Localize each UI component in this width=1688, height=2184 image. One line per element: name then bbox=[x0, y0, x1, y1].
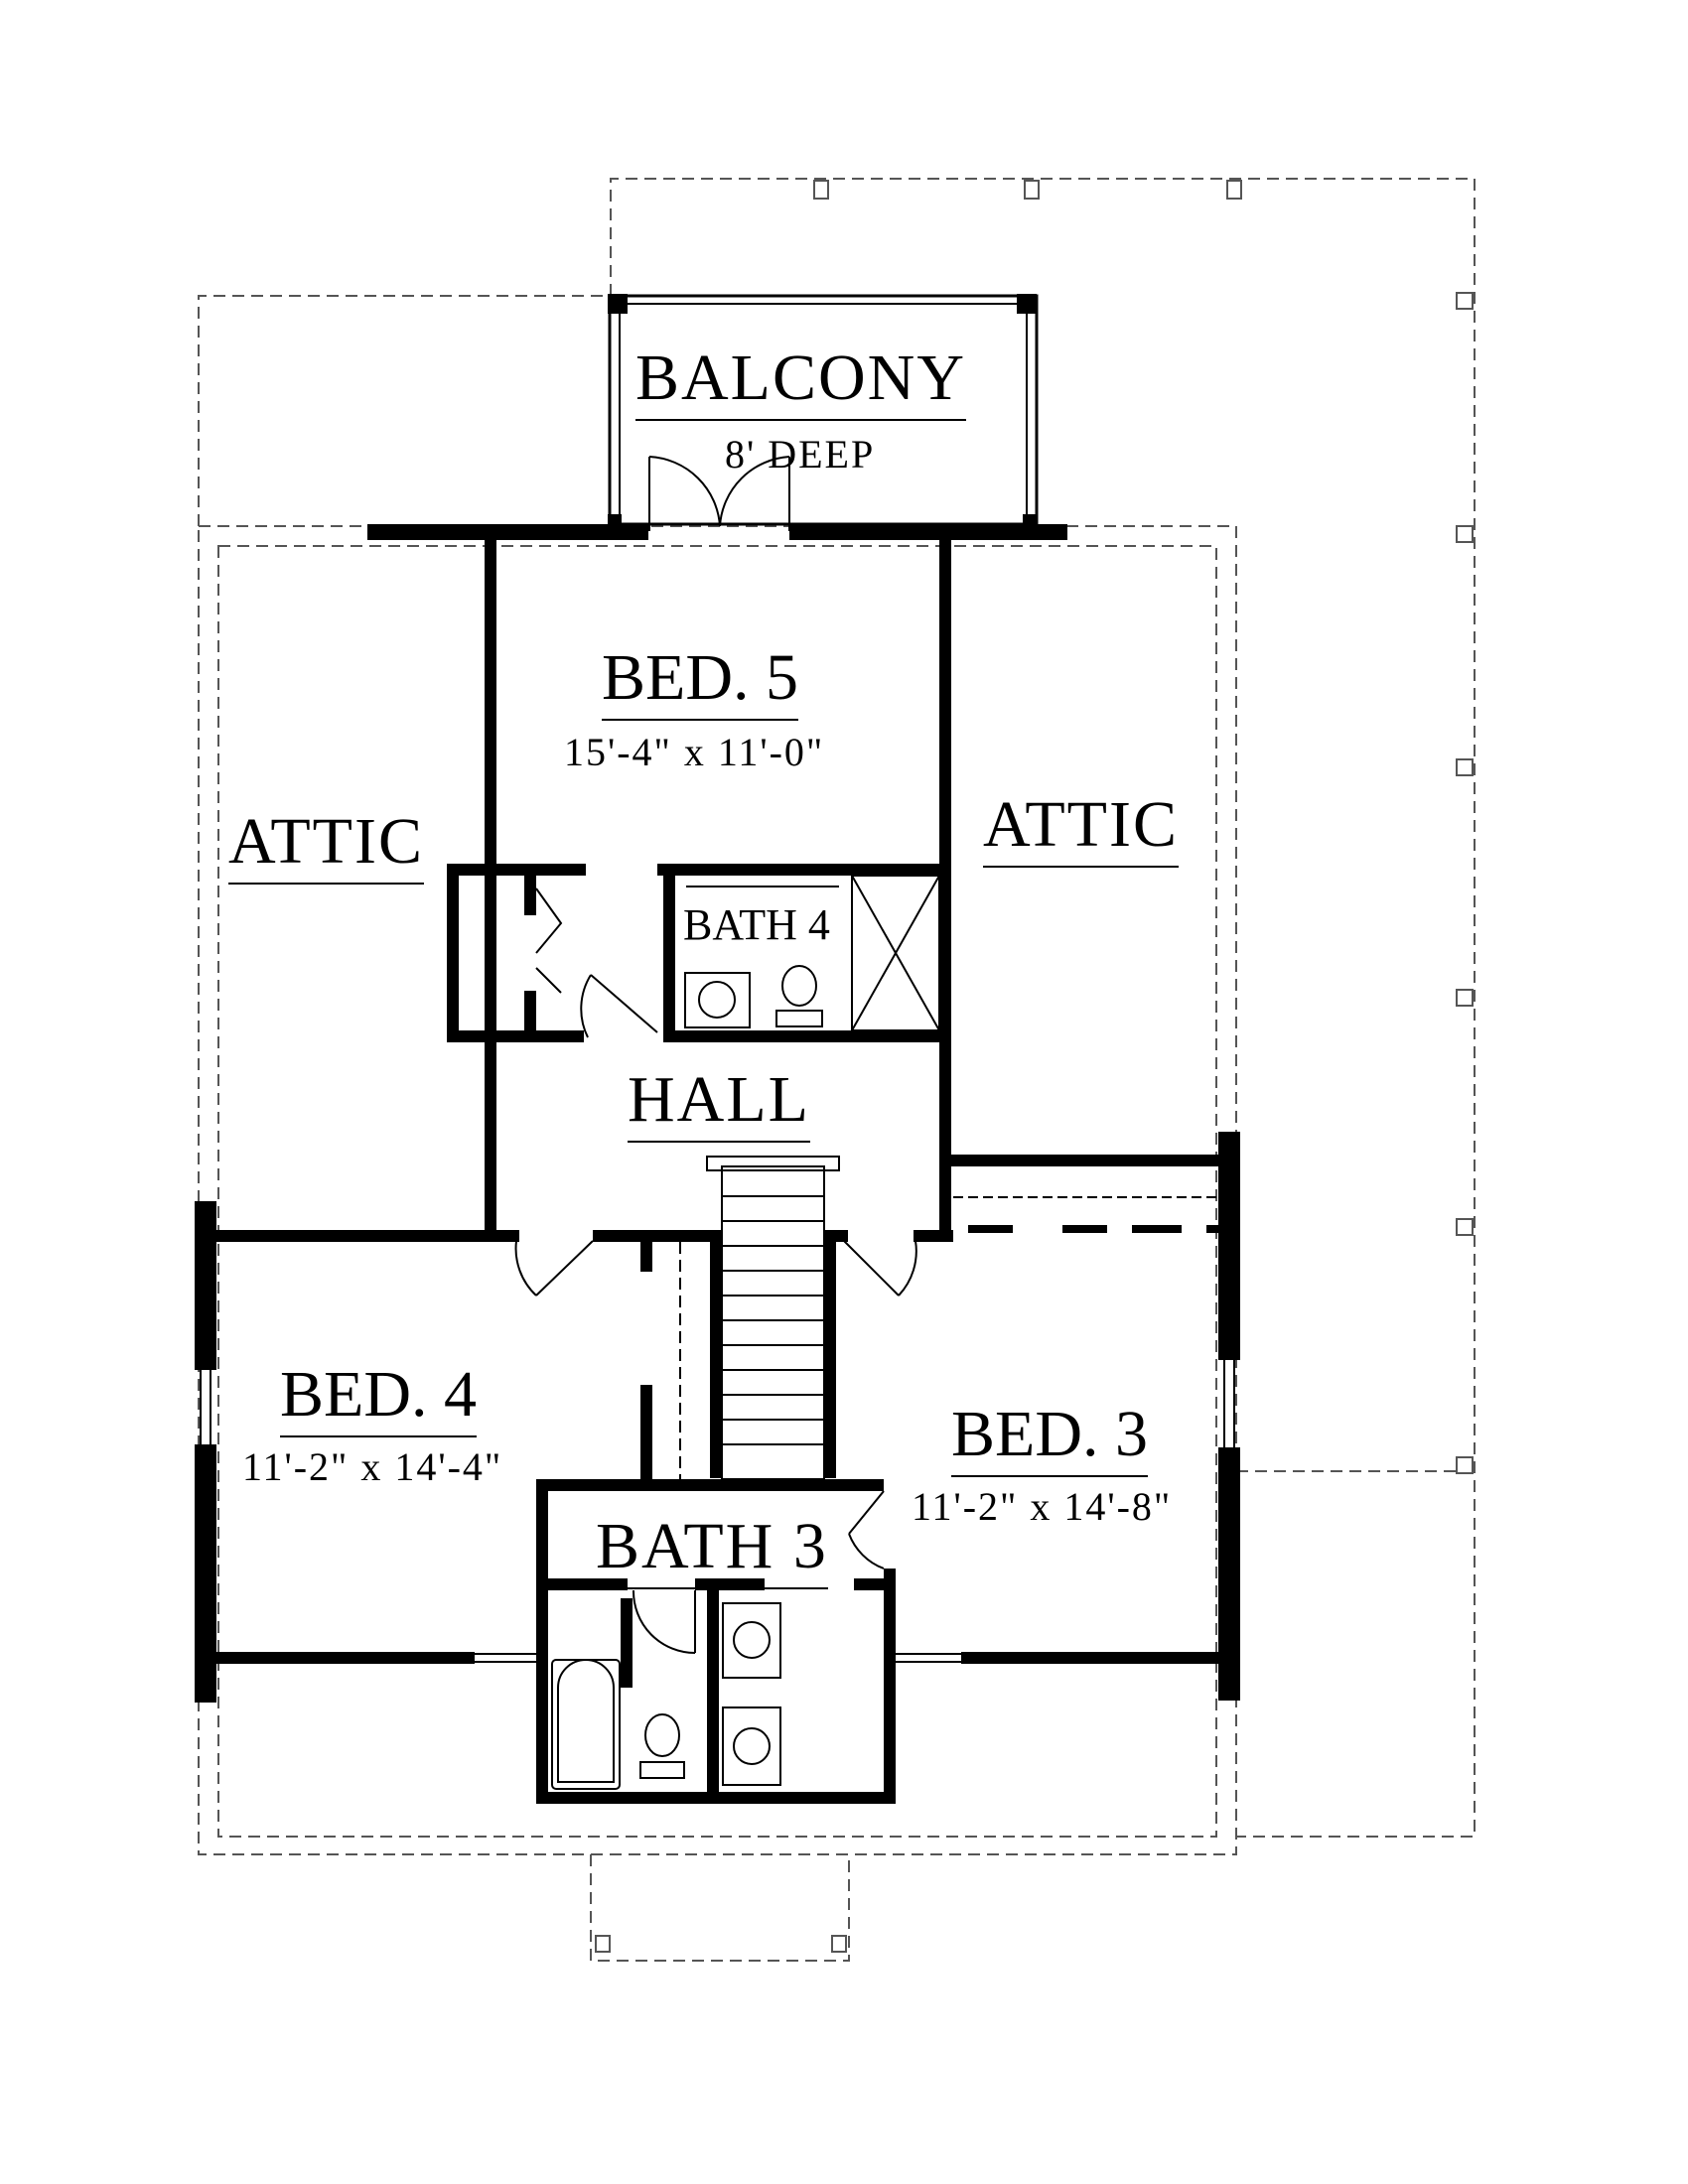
bed5-dimensions: 15'-4" x 11'-0" bbox=[564, 730, 825, 774]
bed4-title: BED. 4 bbox=[280, 1362, 477, 1437]
bath3-sink-2 bbox=[733, 1727, 771, 1765]
bath4-left-wall bbox=[663, 864, 675, 1037]
bath3-sink-1-counter bbox=[722, 1602, 781, 1679]
walls bbox=[195, 524, 1240, 1804]
balcony-door-right bbox=[719, 456, 790, 531]
bed3-bottom-wall bbox=[961, 1652, 1219, 1664]
left-exterior-1 bbox=[195, 1201, 216, 1370]
hall-right-wall bbox=[939, 1042, 951, 1241]
closet-inner-2 bbox=[524, 991, 536, 1042]
stair-left-wall bbox=[710, 1230, 722, 1478]
bath3-door bbox=[848, 1490, 885, 1570]
porch-outline-right bbox=[610, 178, 1476, 1838]
right-exterior-1 bbox=[1218, 1132, 1240, 1360]
bath4-toilet-tank bbox=[775, 1010, 823, 1027]
bath4-fixtures bbox=[684, 875, 940, 1031]
balcony-roof-outline bbox=[198, 295, 611, 526]
bath4-bottom-wall bbox=[663, 1030, 951, 1042]
attic-right-title: ATTIC bbox=[983, 792, 1179, 868]
balcony-title: BALCONY bbox=[635, 345, 967, 421]
stair-right-wall bbox=[824, 1230, 836, 1478]
attic-right-wall bbox=[951, 1155, 1239, 1166]
bath3-top-wall-2 bbox=[626, 1479, 884, 1491]
bed3-door bbox=[843, 1240, 917, 1297]
bath3-tub bbox=[551, 1659, 621, 1790]
roof-outline-inner bbox=[217, 545, 1217, 1838]
bath4-sink bbox=[698, 981, 736, 1019]
stairs bbox=[706, 1156, 840, 1480]
bath3-fixtures bbox=[551, 1602, 781, 1790]
closet-inner bbox=[524, 876, 536, 915]
porch-outline-bottom bbox=[590, 1854, 850, 1962]
bath4-vanity bbox=[684, 972, 751, 1028]
closet-outer bbox=[447, 864, 459, 1042]
bath4-shower bbox=[851, 875, 940, 1031]
bath3-mid-top-3 bbox=[854, 1578, 896, 1590]
bed3-top-wall bbox=[836, 1230, 848, 1242]
balcony-depth: 8' DEEP bbox=[725, 432, 876, 477]
hall-bottom-mid bbox=[593, 1230, 710, 1242]
bath3-right-wall bbox=[884, 1569, 896, 1802]
bed5-bottom-left bbox=[447, 864, 586, 876]
bath4-toilet bbox=[781, 965, 817, 1007]
bed4-bottom-wall bbox=[216, 1652, 475, 1664]
bed5-title: BED. 5 bbox=[602, 645, 798, 721]
closet-door bbox=[535, 887, 563, 994]
balcony-door-left bbox=[648, 456, 721, 531]
doors bbox=[514, 456, 917, 1654]
bed5-right-wall bbox=[939, 540, 951, 1160]
bath3-bottom-wall bbox=[536, 1792, 896, 1804]
bed4-dimensions: 11'-2" x 14'-4" bbox=[242, 1444, 503, 1489]
left-exterior-2 bbox=[195, 1444, 216, 1703]
windows bbox=[200, 1052, 1235, 1798]
bed4-top-wall bbox=[199, 1230, 511, 1242]
right-exterior-2 bbox=[1218, 1447, 1240, 1701]
bath4-top-wall bbox=[657, 864, 951, 876]
closet-wall-b bbox=[640, 1385, 652, 1484]
bed4-hall-wall bbox=[511, 1230, 519, 1242]
bed5-left-wall bbox=[485, 540, 496, 1230]
bath3-toilet-tank bbox=[639, 1761, 685, 1779]
bed3-dimensions: 11'-2" x 14'-8" bbox=[912, 1484, 1173, 1529]
top-wall-left bbox=[367, 524, 648, 540]
bath3-top-wall bbox=[536, 1479, 626, 1491]
bath3-divider bbox=[707, 1590, 719, 1802]
top-wall-right bbox=[789, 524, 1067, 540]
bath3-left-wall bbox=[536, 1479, 548, 1802]
hall-bottom-right bbox=[914, 1230, 953, 1242]
closet-wall-a bbox=[640, 1242, 652, 1272]
bed4-door bbox=[514, 1240, 594, 1297]
bath3-title: BATH 3 bbox=[596, 1514, 828, 1589]
bath3-inner-door bbox=[632, 1589, 696, 1654]
tub-wall bbox=[621, 1598, 633, 1688]
porch-posts bbox=[595, 180, 1474, 1953]
attic-left-title: ATTIC bbox=[228, 809, 424, 885]
bath4-title: BATH 4 bbox=[683, 900, 830, 949]
bath4-door bbox=[580, 974, 658, 1038]
closet-sliders bbox=[968, 1225, 1226, 1233]
hall-title: HALL bbox=[628, 1067, 810, 1143]
bath3-sink-2-counter bbox=[722, 1706, 781, 1786]
bed3-title: BED. 3 bbox=[951, 1402, 1148, 1477]
closet-bottom bbox=[447, 1030, 584, 1042]
bath3-sink-1 bbox=[733, 1621, 771, 1659]
bath3-toilet bbox=[644, 1713, 680, 1757]
